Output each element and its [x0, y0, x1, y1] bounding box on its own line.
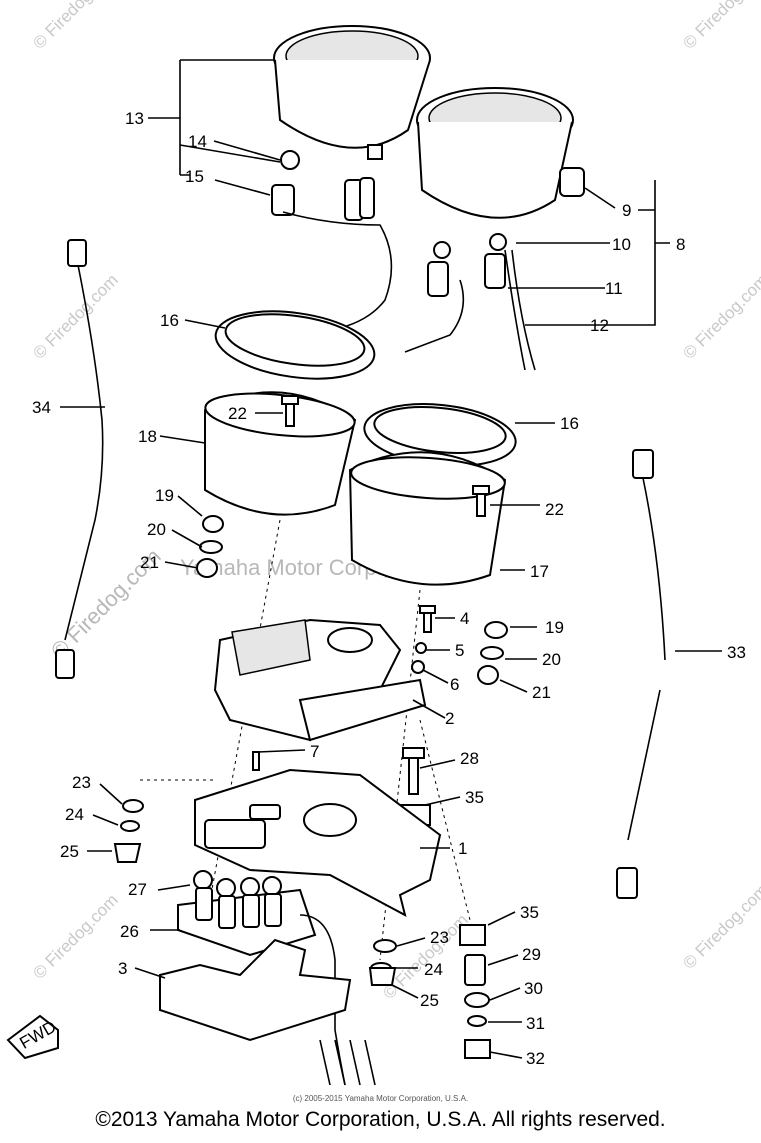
small-hardware — [113, 395, 508, 1059]
callout-28: 28 — [460, 749, 479, 768]
watermark-text: © Firedog.com — [29, 270, 121, 362]
left-meter — [273, 25, 431, 160]
callout-9: 9 — [622, 201, 631, 220]
watermark-text: © Firedog.com — [29, 890, 121, 982]
callout-11: 11 — [605, 279, 623, 298]
watermark-text: © Firedog.com — [679, 880, 761, 972]
meter-bracket — [213, 618, 427, 742]
callout-25: 25 — [60, 842, 79, 861]
callout-27: 27 — [128, 880, 147, 899]
callout-23: 23 — [72, 773, 91, 792]
callout-12: 12 — [590, 316, 609, 335]
callout-16: 16 — [560, 414, 579, 433]
callout-16: 16 — [160, 311, 179, 330]
callout-14: 14 — [188, 132, 207, 151]
assembly-lines — [140, 519, 471, 961]
callout-35: 35 — [465, 788, 484, 807]
callout-22: 22 — [545, 500, 564, 519]
callout-8: 8 — [676, 235, 685, 254]
callout-21: 21 — [140, 553, 159, 572]
callout-19: 19 — [545, 618, 564, 637]
callout-1: 1 — [458, 839, 467, 858]
callout-18: 18 — [138, 427, 157, 446]
callout-13: 13 — [125, 109, 144, 128]
callout-32: 32 — [526, 1049, 545, 1068]
callout-19: 19 — [155, 486, 174, 505]
callout-10: 10 — [612, 235, 631, 254]
callout-21: 21 — [532, 683, 551, 702]
callout-17: 17 — [530, 562, 549, 581]
callout-23: 23 — [430, 928, 449, 947]
watermark-text: © Firedog.com — [29, 0, 121, 53]
callout-34: 34 — [32, 398, 51, 417]
callout-35: 35 — [520, 903, 539, 922]
callout-2: 2 — [445, 709, 454, 728]
callout-3: 3 — [118, 959, 127, 978]
callout-4: 4 — [460, 609, 469, 628]
leader-lines — [60, 59, 722, 1059]
callout-24: 24 — [65, 805, 84, 824]
callout-30: 30 — [524, 979, 543, 998]
mounting-plate — [194, 768, 442, 917]
callout-numbers: 13 14 15 9 10 8 11 12 16 34 18 22 16 22 … — [32, 109, 746, 1068]
callout-22: 22 — [228, 404, 247, 423]
bulb-sockets — [271, 150, 536, 371]
callout-26: 26 — [120, 922, 139, 941]
indicator-light-assembly — [177, 870, 346, 1086]
callout-15: 15 — [185, 167, 204, 186]
callout-25: 25 — [420, 991, 439, 1010]
watermark-text: © Firedog.com — [379, 910, 471, 1002]
diagram-source-note: (c) 2005-2015 Yamaha Motor Corporation, … — [292, 1094, 469, 1103]
callout-20: 20 — [542, 650, 561, 669]
callout-20: 20 — [147, 520, 166, 539]
callout-33: 33 — [727, 643, 746, 662]
watermark-text: © Firedog.com — [679, 270, 761, 362]
callout-29: 29 — [522, 945, 541, 964]
fwd-arrow: FWD — [6, 1014, 59, 1060]
bottom-cover — [159, 938, 376, 1086]
callout-5: 5 — [455, 641, 464, 660]
right-meter — [416, 87, 585, 219]
callout-24: 24 — [424, 960, 443, 979]
callout-7: 7 — [310, 742, 319, 761]
watermark-text: © Firedog.com — [679, 0, 761, 53]
meter-cables — [55, 239, 666, 899]
copyright-text: ©2013 Yamaha Motor Corporation, U.S.A. A… — [95, 1108, 666, 1131]
callout-31: 31 — [526, 1014, 545, 1033]
callout-6: 6 — [450, 675, 459, 694]
meter-covers — [204, 310, 517, 586]
